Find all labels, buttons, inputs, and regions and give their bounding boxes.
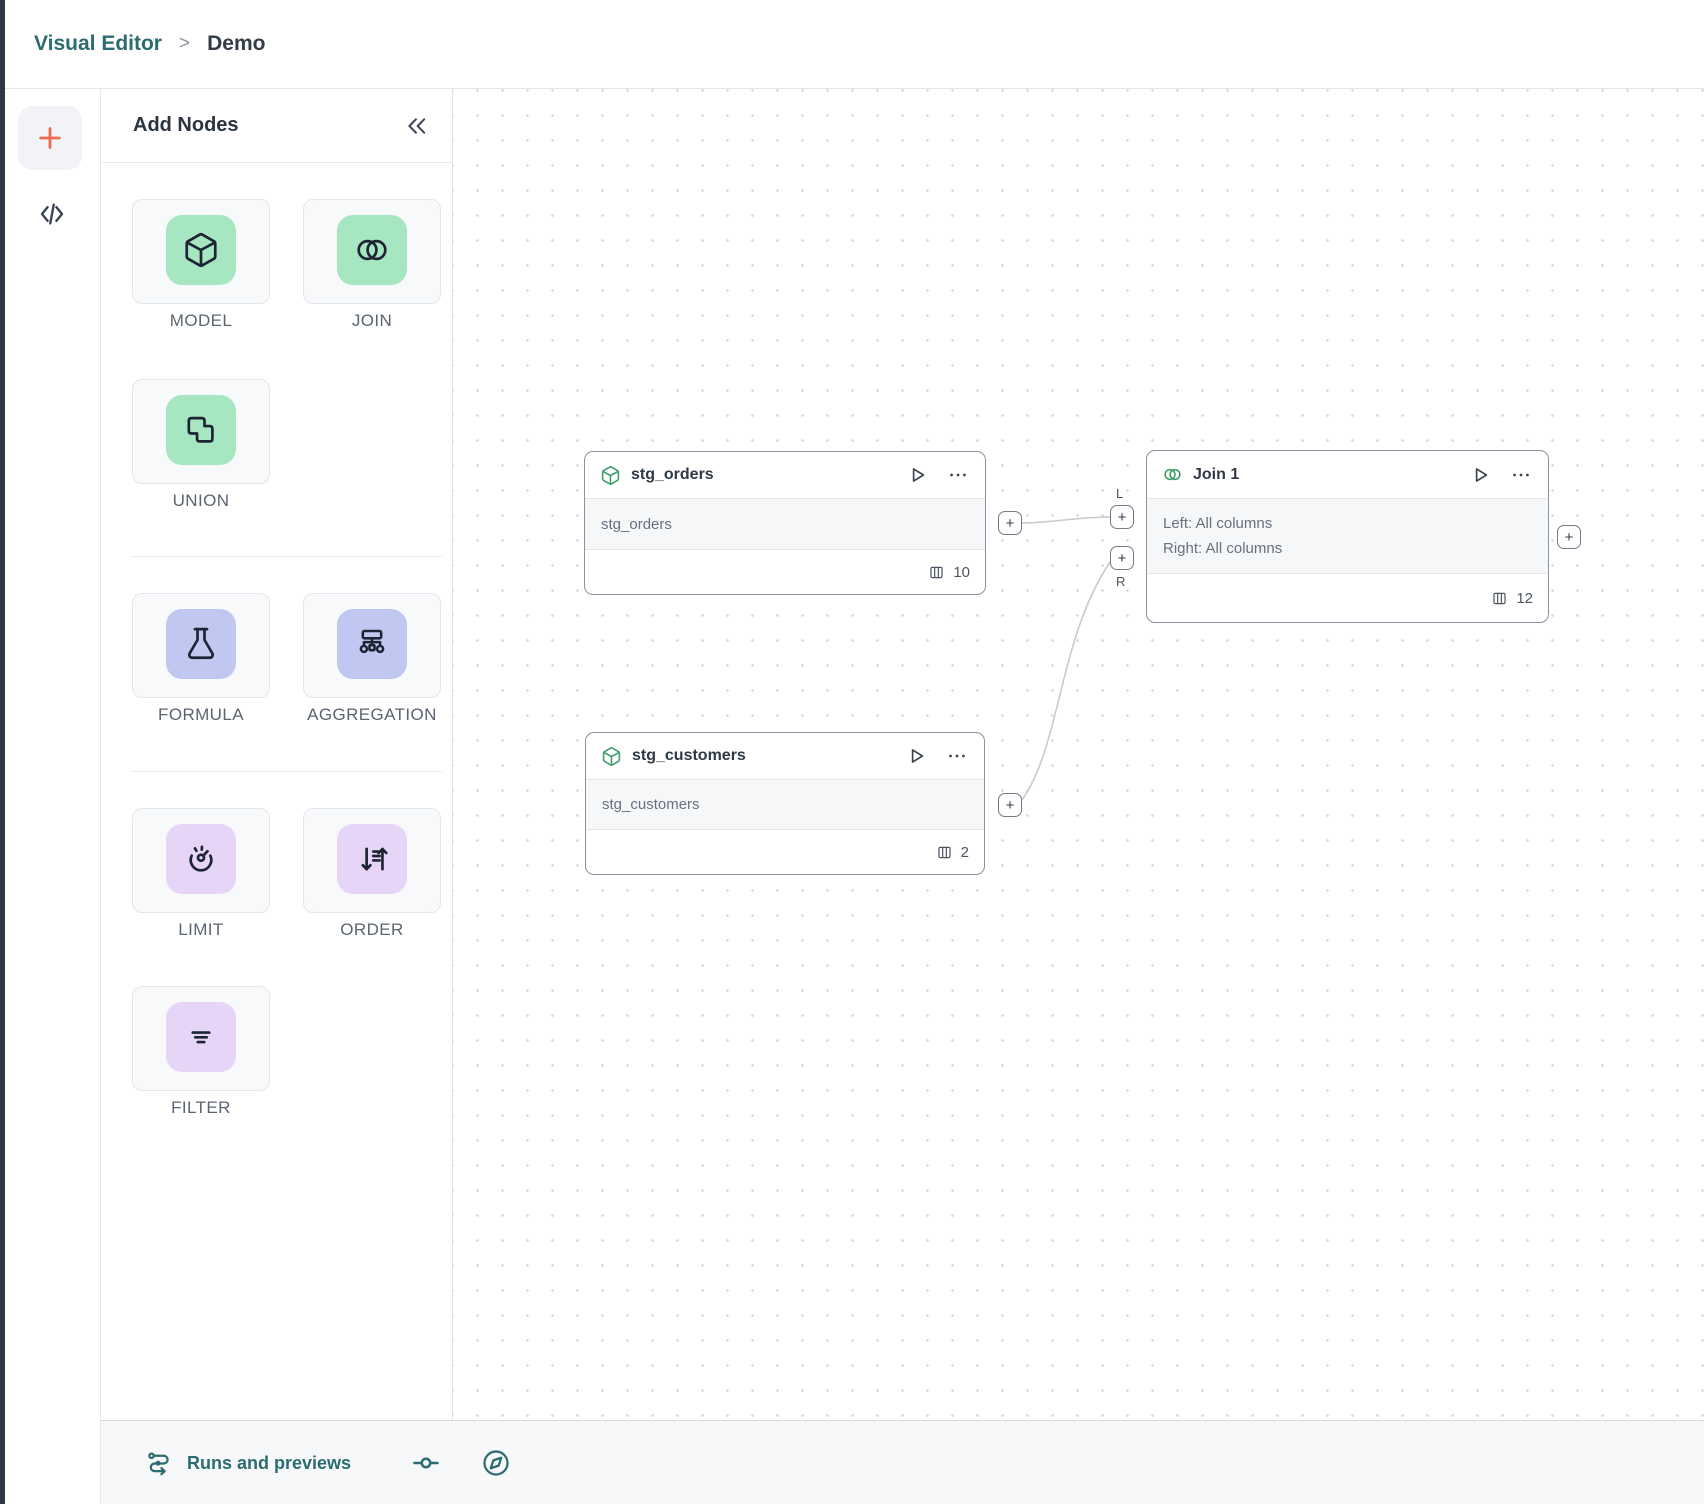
column-count: 2	[961, 844, 969, 861]
node-join-1[interactable]: Join 1 Left: All columns Right: All colu…	[1146, 450, 1549, 623]
venn-icon	[337, 215, 407, 285]
tile-order-label: ORDER	[303, 920, 441, 940]
breadcrumb-visual-editor[interactable]: Visual Editor	[34, 32, 162, 56]
node-subtitle: stg_orders	[585, 498, 985, 550]
tile-formula[interactable]	[132, 593, 270, 698]
tile-model[interactable]	[132, 199, 270, 304]
node-header: stg_orders	[585, 452, 985, 498]
commit-node-button[interactable]	[411, 1448, 441, 1478]
git-commit-icon	[411, 1448, 441, 1478]
join-right-summary: Right: All columns	[1163, 536, 1532, 561]
columns-icon	[936, 844, 953, 861]
join-config-summary: Left: All columns Right: All columns	[1147, 498, 1548, 574]
runs-and-previews-label: Runs and previews	[187, 1453, 351, 1474]
chevrons-left-icon	[404, 113, 430, 139]
window-left-edge	[0, 0, 5, 1504]
port-join-right-input[interactable]: +	[1110, 546, 1134, 570]
gauge-icon	[166, 824, 236, 894]
node-menu-button[interactable]	[1510, 464, 1532, 486]
compass-icon	[481, 1448, 511, 1478]
tile-aggregation-label: AGGREGATION	[303, 705, 441, 725]
filter-lines-icon	[166, 1002, 236, 1072]
model-cube-icon	[600, 465, 621, 486]
runs-and-previews-button[interactable]: Runs and previews	[145, 1449, 351, 1477]
tile-union-label: UNION	[132, 491, 270, 511]
tile-limit-label: LIMIT	[132, 920, 270, 940]
port-join-output[interactable]: +	[1557, 525, 1581, 549]
run-node-button[interactable]	[906, 464, 928, 486]
node-header: stg_customers	[586, 733, 984, 779]
tile-order[interactable]	[303, 808, 441, 913]
join-right-port-label: R	[1116, 574, 1125, 589]
code-icon	[34, 199, 70, 229]
breadcrumb: Visual Editor > Demo	[34, 32, 265, 56]
tile-formula-label: FORMULA	[132, 705, 270, 725]
node-title: stg_customers	[632, 747, 746, 765]
union-shape-icon	[166, 395, 236, 465]
node-footer: 2	[586, 830, 984, 874]
columns-icon	[1491, 590, 1508, 607]
add-node-button[interactable]	[18, 106, 82, 170]
node-title: Join 1	[1193, 466, 1239, 484]
tile-aggregation[interactable]	[303, 593, 441, 698]
sidebar-divider	[132, 556, 442, 557]
port-stg-orders-output[interactable]: +	[998, 511, 1022, 535]
tile-union[interactable]	[132, 379, 270, 484]
join-venn-icon	[1162, 464, 1183, 485]
sort-icon	[337, 824, 407, 894]
add-nodes-panel: Add Nodes MODEL JOIN UNION	[100, 89, 453, 1420]
tile-join[interactable]	[303, 199, 441, 304]
node-stg-customers[interactable]: stg_customers stg_customers 2	[585, 732, 985, 875]
top-header: Visual Editor > Demo	[5, 0, 1704, 89]
port-stg-customers-output[interactable]: +	[998, 793, 1022, 817]
model-cube-icon	[601, 746, 622, 767]
left-rail	[5, 89, 101, 1504]
sidebar-divider	[132, 771, 442, 772]
tile-limit[interactable]	[132, 808, 270, 913]
navigate-button[interactable]	[481, 1448, 511, 1478]
run-node-button[interactable]	[905, 745, 927, 767]
node-footer: 10	[585, 550, 985, 594]
tile-filter[interactable]	[132, 986, 270, 1091]
bottom-status-bar: Runs and previews	[100, 1420, 1704, 1504]
breadcrumb-page-title: Demo	[207, 32, 265, 56]
node-header: Join 1	[1147, 451, 1548, 498]
column-count: 10	[953, 564, 970, 581]
plus-icon	[34, 122, 66, 154]
code-view-button[interactable]	[31, 197, 73, 231]
node-footer: 12	[1147, 574, 1548, 622]
breadcrumb-separator: >	[179, 33, 190, 55]
tile-join-label: JOIN	[303, 311, 441, 331]
node-menu-button[interactable]	[947, 464, 969, 486]
sitemap-icon	[337, 609, 407, 679]
column-count: 12	[1516, 590, 1533, 607]
port-join-left-input[interactable]: +	[1110, 505, 1134, 529]
run-node-button[interactable]	[1469, 464, 1491, 486]
node-menu-button[interactable]	[946, 745, 968, 767]
tile-model-label: MODEL	[132, 311, 270, 331]
columns-icon	[928, 564, 945, 581]
flask-icon	[166, 609, 236, 679]
add-nodes-header: Add Nodes	[100, 89, 452, 163]
node-stg-orders[interactable]: stg_orders stg_orders 10	[584, 451, 986, 595]
cube-icon	[166, 215, 236, 285]
node-title: stg_orders	[631, 466, 714, 484]
route-icon	[145, 1449, 173, 1477]
join-left-summary: Left: All columns	[1163, 511, 1532, 536]
collapse-panel-button[interactable]	[400, 109, 434, 143]
node-subtitle: stg_customers	[586, 779, 984, 830]
tile-filter-label: FILTER	[132, 1098, 270, 1118]
add-nodes-title: Add Nodes	[133, 114, 239, 137]
join-left-port-label: L	[1116, 486, 1123, 501]
